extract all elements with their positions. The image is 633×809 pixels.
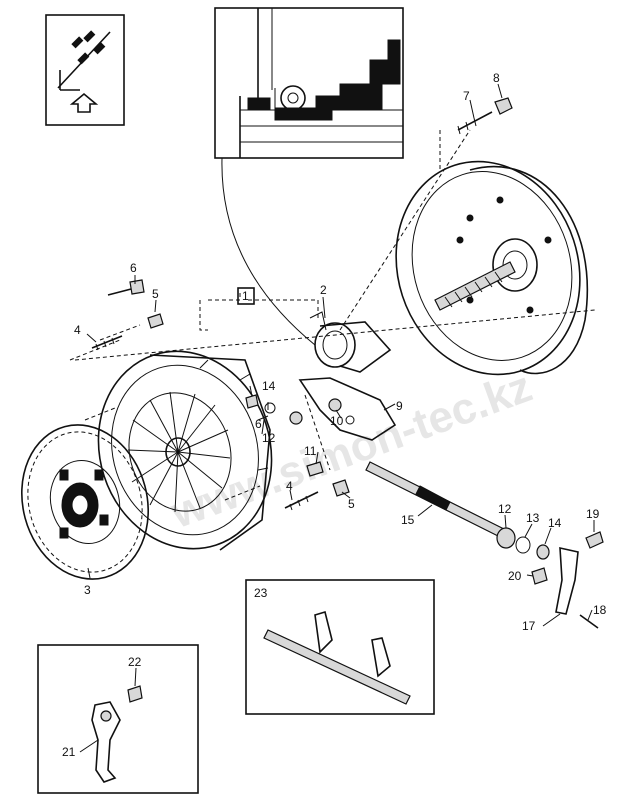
part-label-17: 17 [522, 619, 536, 633]
part-label-6-lower: 6 [255, 417, 262, 431]
up-arrow-icon [69, 92, 99, 113]
part-label-15: 15 [401, 513, 415, 527]
callout-box-1-text: 1 [242, 289, 249, 303]
part-label-4-upper: 4 [74, 323, 81, 337]
part-label-7: 7 [463, 89, 470, 103]
stud-and-nut [457, 97, 513, 135]
part-label-12-right: 12 [498, 502, 512, 516]
section-view-inset [214, 7, 404, 159]
part-label-2: 2 [320, 283, 327, 297]
part-label-13: 13 [526, 511, 540, 525]
part-label-22: 22 [128, 655, 142, 669]
part-label-9: 9 [396, 399, 403, 413]
part-label-6-upper: 6 [130, 261, 137, 275]
release-shaft [365, 461, 511, 541]
part-label-14-right: 14 [548, 516, 562, 530]
watermark-text: www.simon-tec.kz [164, 362, 539, 538]
part-label-5-upper: 5 [152, 287, 159, 301]
lower-fasteners [284, 461, 350, 511]
inset-21-22 [37, 644, 199, 794]
part-label-8: 8 [493, 71, 500, 85]
pressure-plate [97, 350, 273, 551]
release-bearing-assembly [245, 311, 397, 441]
part-label-11: 11 [304, 444, 317, 458]
clutch-disc [21, 424, 149, 580]
inset-23: 23 [245, 579, 435, 715]
part-label-5-lower: 5 [348, 497, 355, 511]
leader-lines [79, 83, 595, 753]
assembly-axis-lines [69, 129, 596, 501]
inset-23-label: 23 [254, 586, 268, 600]
part-label-14-left: 14 [262, 379, 276, 393]
part-label-20: 20 [508, 569, 522, 583]
part-label-12-left: 12 [262, 431, 276, 445]
part-label-19: 19 [586, 507, 600, 521]
part-label-21: 21 [62, 745, 76, 759]
lever-parts [496, 527, 604, 629]
part-label-10: 10 [330, 414, 344, 428]
part-labels: 2 3 4 4 5 5 6 6 7 8 9 10 11 12 12 13 14 … [62, 71, 607, 759]
part-label-4-lower: 4 [286, 479, 293, 493]
part-label-3: 3 [84, 583, 91, 597]
upper-fasteners [91, 279, 164, 351]
inset-leader-line [221, 157, 316, 346]
gearbox-housing [395, 160, 589, 376]
part-label-18: 18 [593, 603, 607, 617]
direction-inset [45, 14, 125, 126]
callout-box-1: 1 [237, 287, 255, 305]
